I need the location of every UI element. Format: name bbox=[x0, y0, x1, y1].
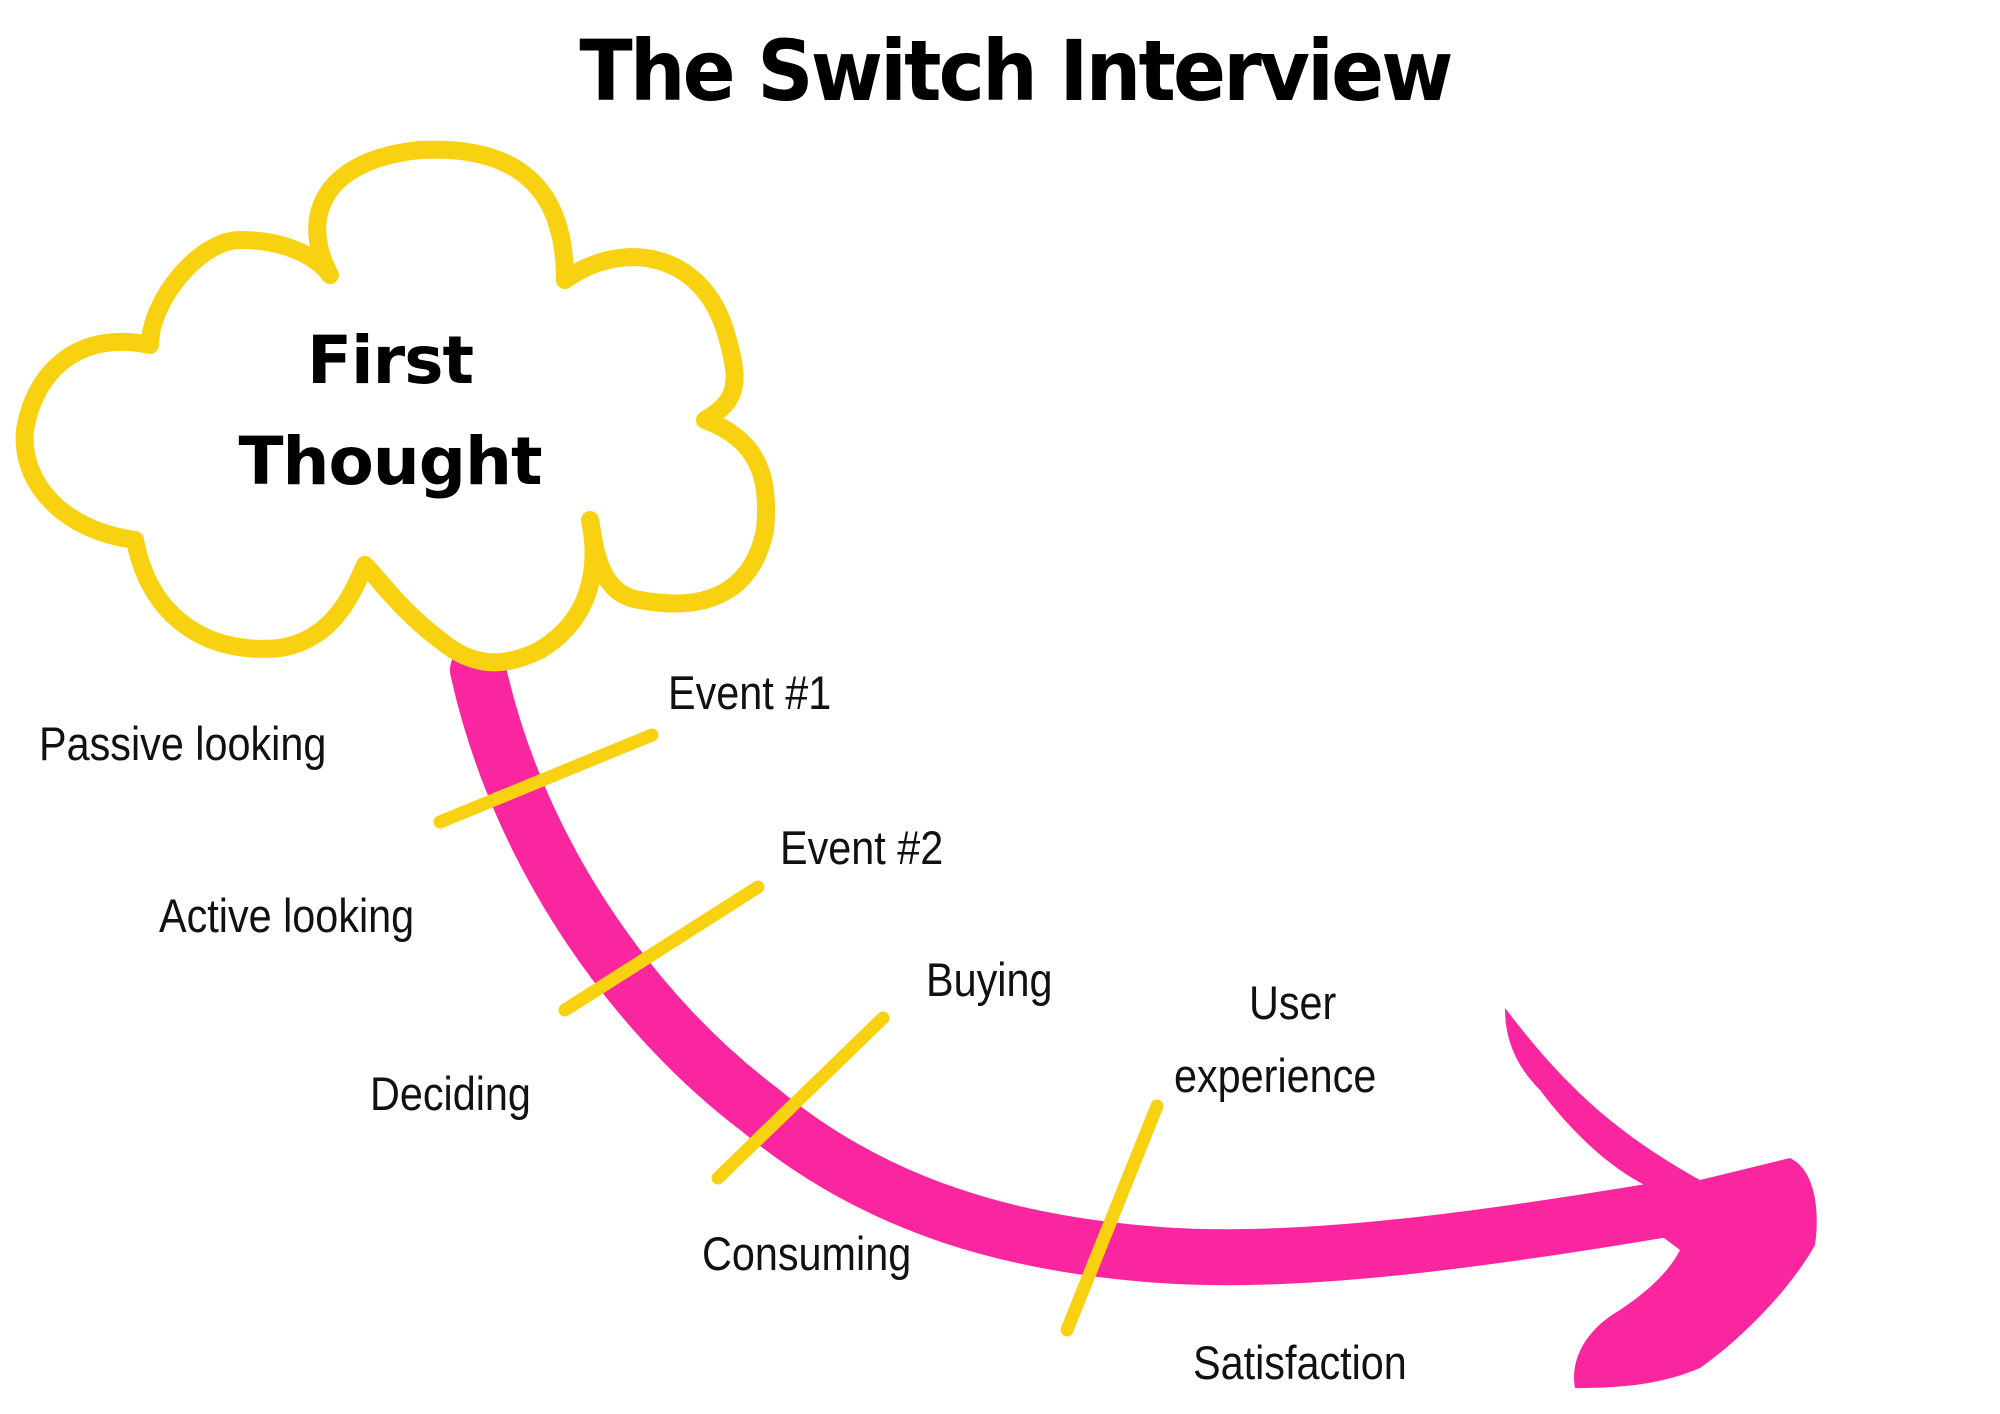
label-deciding: Deciding bbox=[370, 1067, 531, 1120]
buying-tick bbox=[711, 1011, 890, 1185]
label-active-looking: Active looking bbox=[159, 889, 415, 942]
label-buying: Buying bbox=[926, 953, 1053, 1006]
event1-tick bbox=[433, 728, 659, 829]
cloud-text-first: First bbox=[306, 322, 474, 399]
user-experience-tick bbox=[1060, 1099, 1164, 1337]
event2-tick bbox=[558, 880, 765, 1017]
journey-arrow-head bbox=[1505, 1008, 1817, 1388]
label-event-1: Event #1 bbox=[668, 666, 832, 719]
label-consuming: Consuming bbox=[702, 1227, 912, 1280]
label-passive-looking: Passive looking bbox=[39, 717, 327, 770]
label-satisfaction: Satisfaction bbox=[1193, 1336, 1407, 1389]
label-user: User bbox=[1249, 976, 1337, 1029]
journey-arrow-shaft bbox=[450, 642, 1688, 1286]
diagram-title: The Switch Interview bbox=[579, 22, 1453, 120]
label-event-2: Event #2 bbox=[780, 821, 944, 874]
thought-cloud-icon bbox=[15, 140, 776, 672]
cloud-text-thought: Thought bbox=[238, 423, 542, 500]
label-experience: experience bbox=[1174, 1049, 1377, 1102]
